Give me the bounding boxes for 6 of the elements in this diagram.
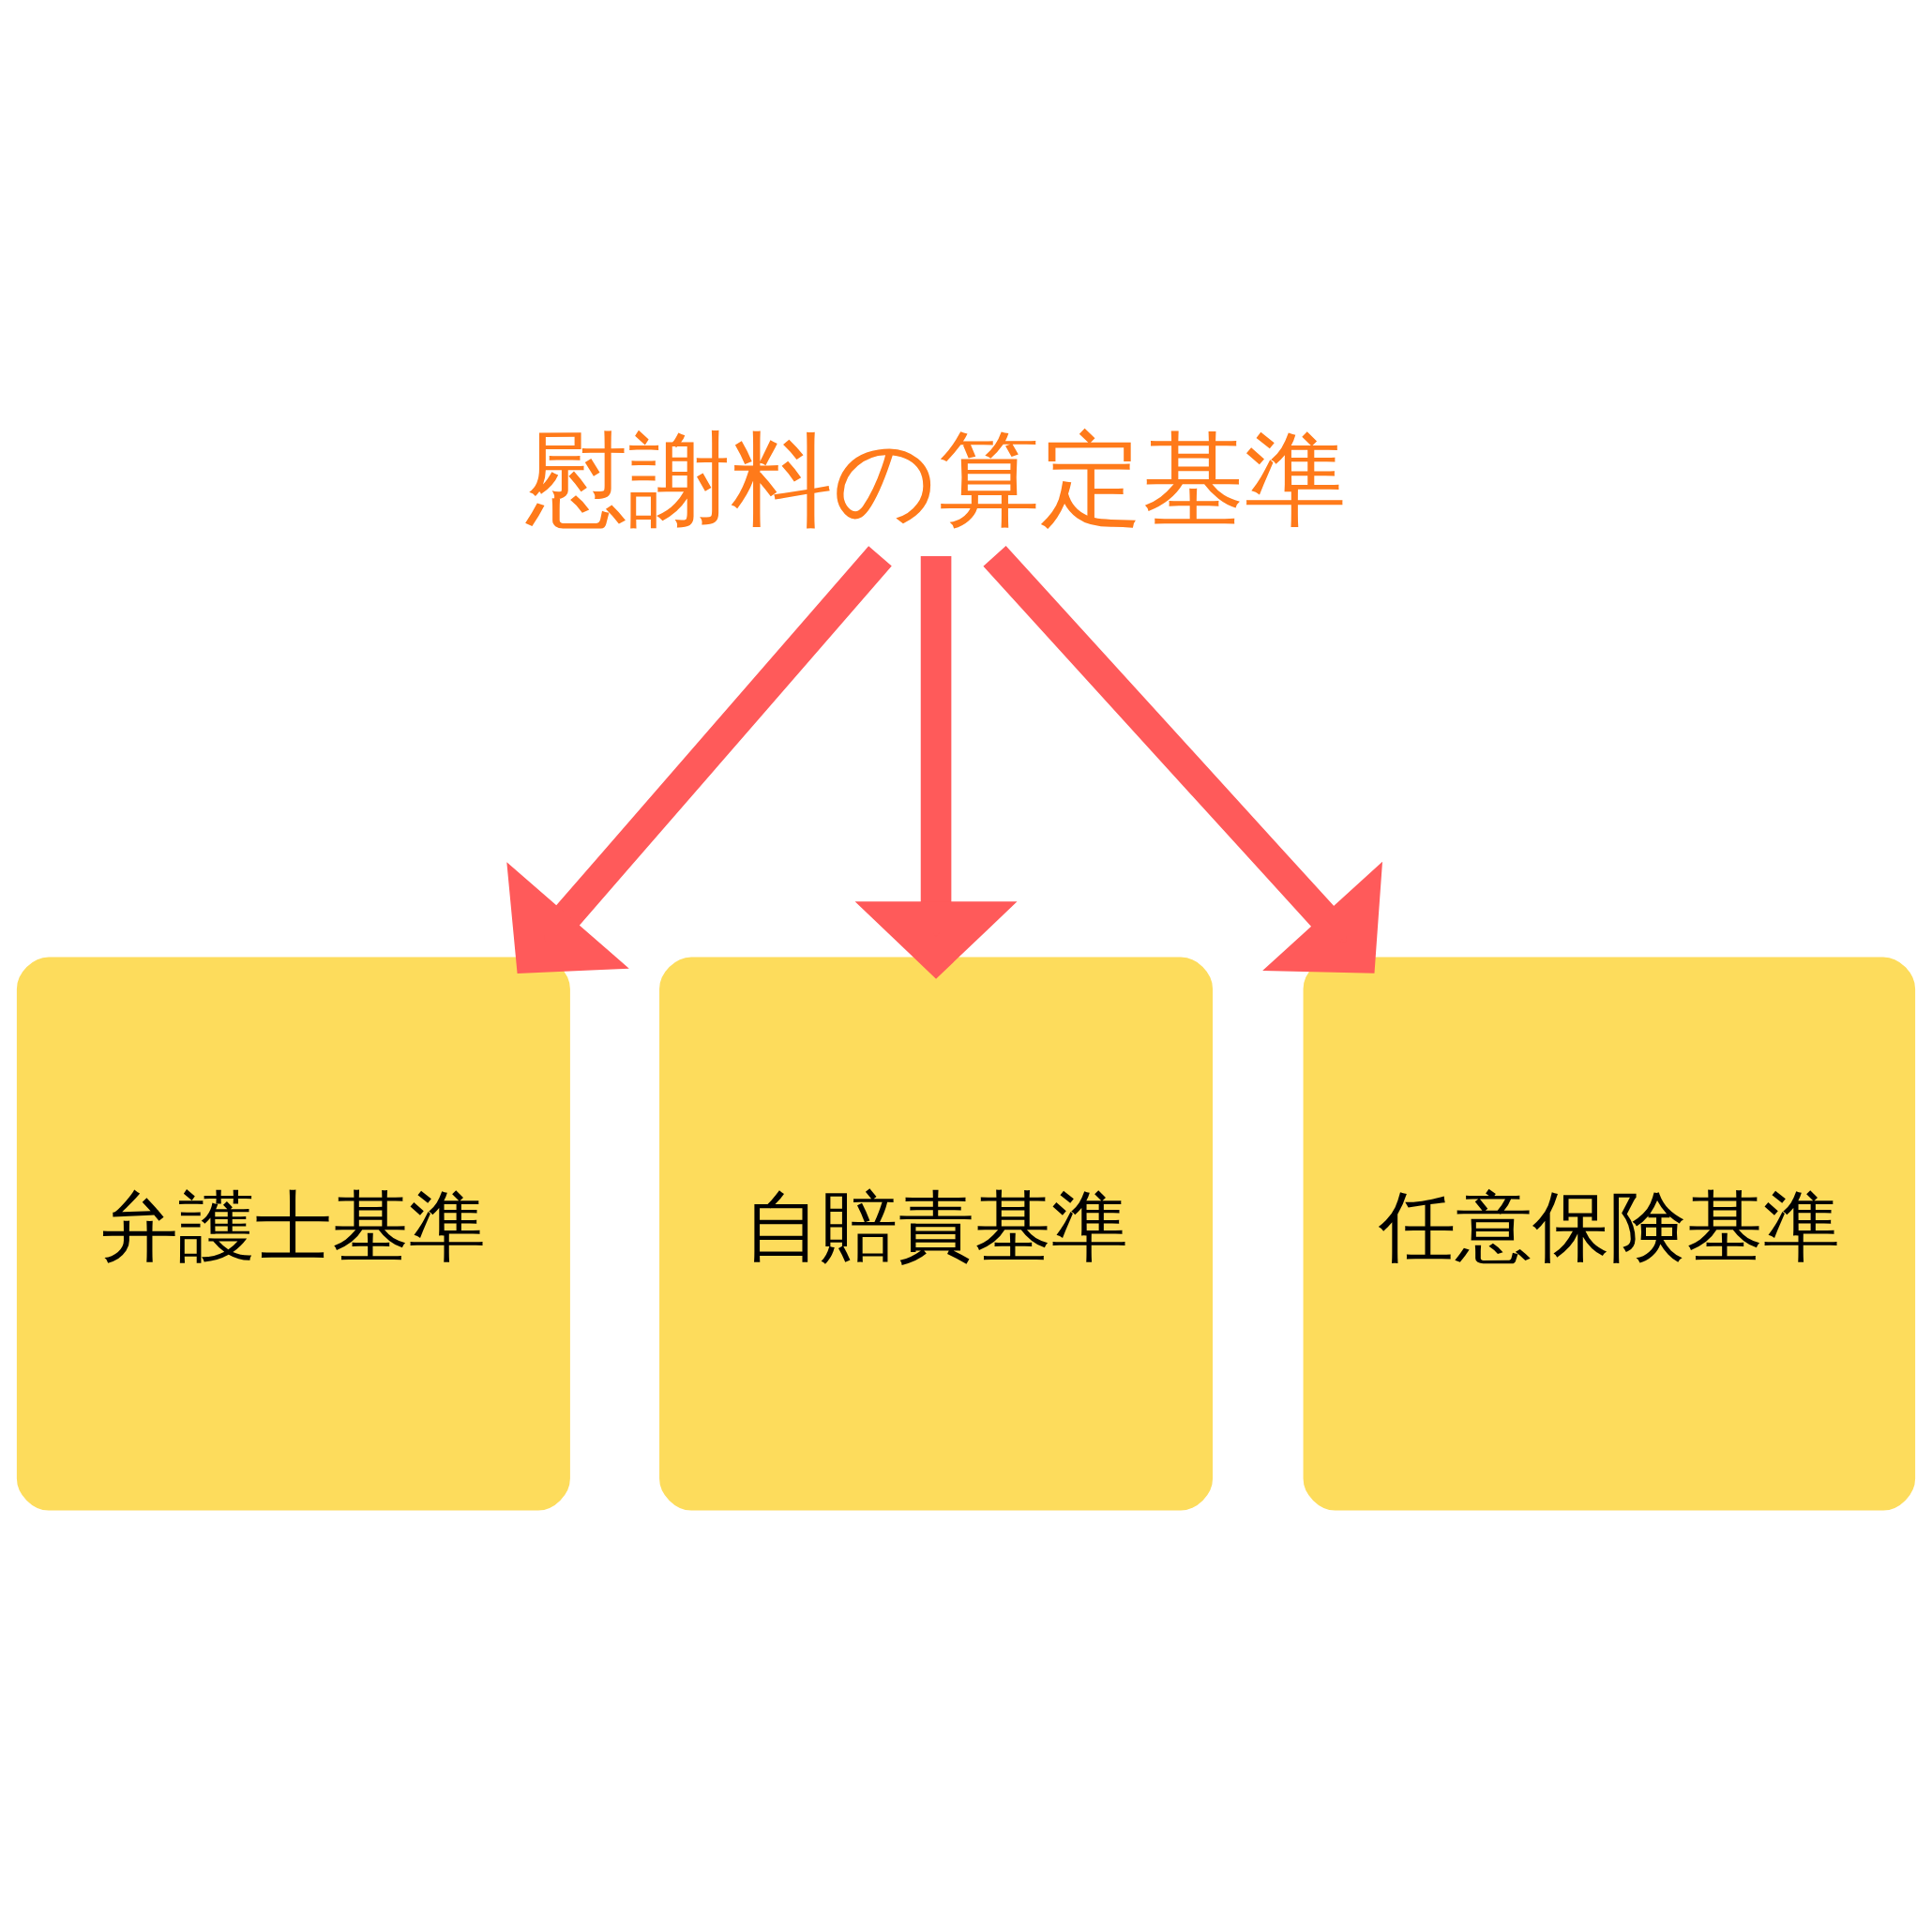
node-text: 慰謝料の算定基準 [525, 419, 1347, 539]
node-box: 自賠責基準 [659, 957, 1214, 1511]
arrow [506, 546, 892, 974]
node-box: 任意保険基準 [1303, 957, 1916, 1511]
arrow [983, 545, 1383, 974]
node-box: 弁護士基準 [16, 957, 570, 1511]
